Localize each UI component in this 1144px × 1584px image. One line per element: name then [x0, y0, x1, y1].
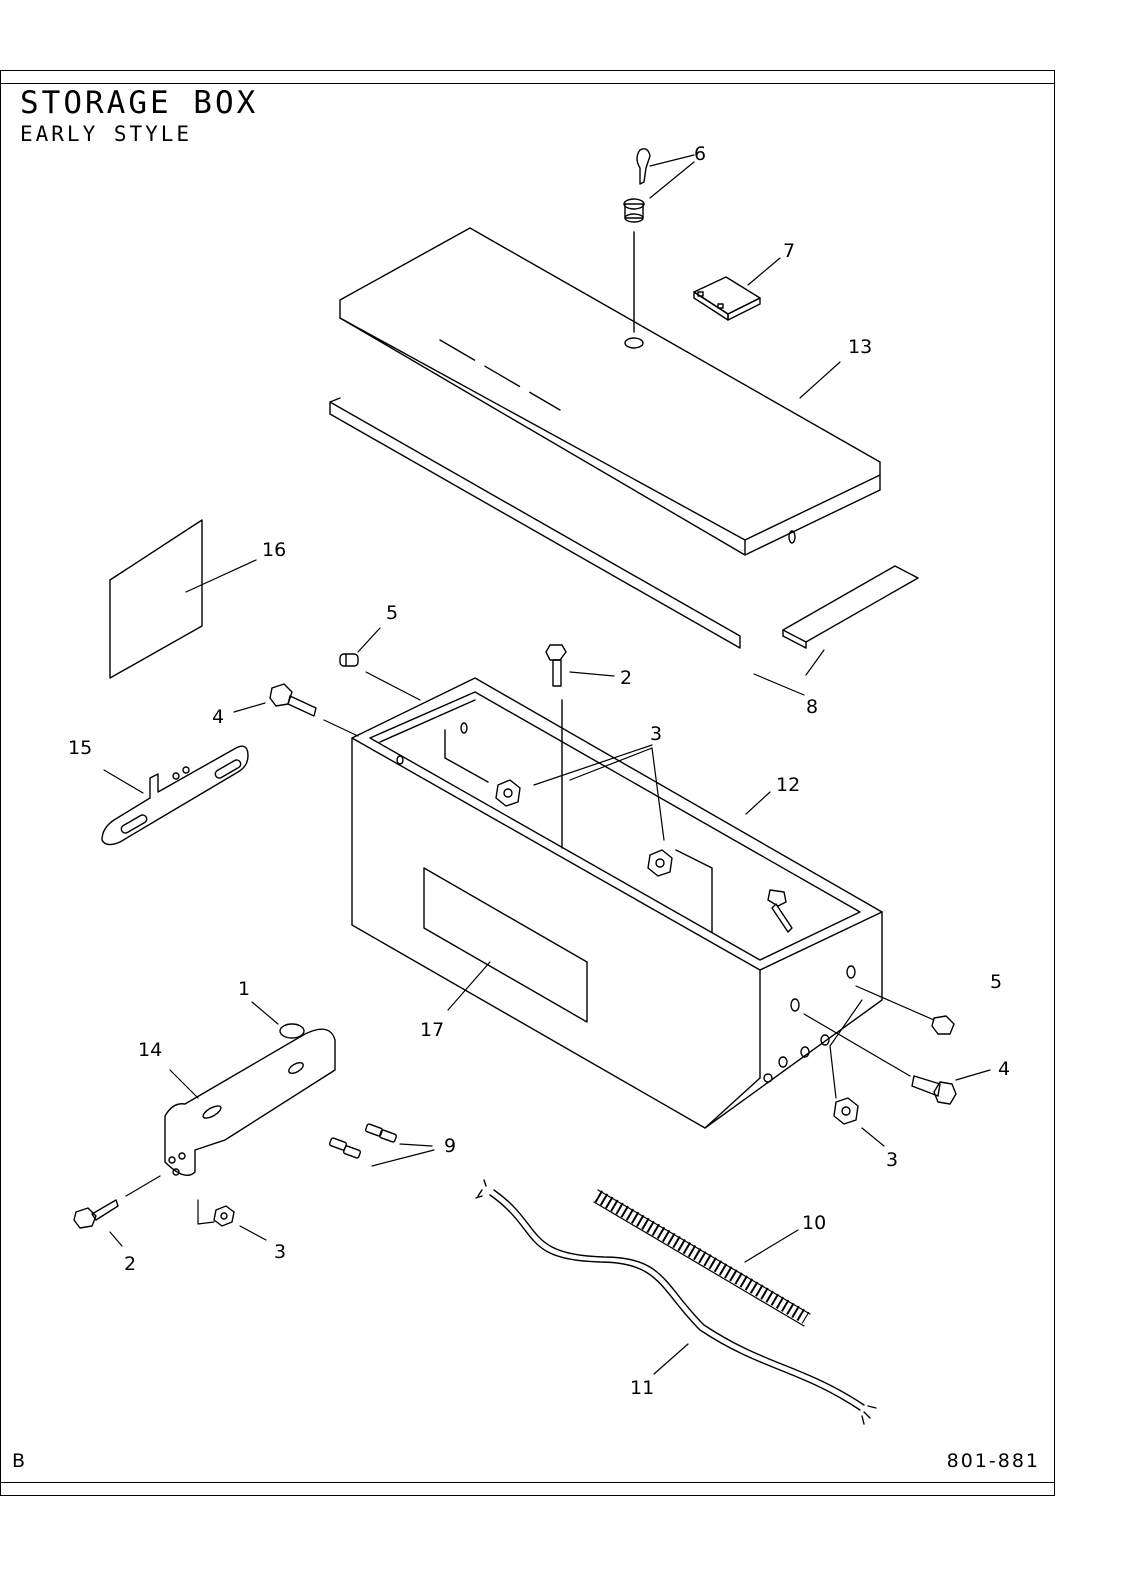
callout-13: 13 [848, 336, 872, 358]
revision-letter: B [12, 1450, 26, 1472]
plug-part-5-right [931, 1015, 955, 1035]
callout-7: 7 [783, 240, 795, 262]
bracket-part-14 [164, 1028, 336, 1176]
callout-8: 8 [806, 696, 818, 718]
callout-11: 11 [630, 1377, 654, 1399]
latch-part-7 [693, 276, 761, 321]
plug-part-5-top [339, 653, 359, 667]
callout-3-box: 3 [650, 723, 662, 745]
callout-5-right: 5 [990, 971, 1002, 993]
callout-3-bottom: 3 [274, 1241, 286, 1263]
hex-bolt-part-4-left [269, 683, 317, 717]
fuse-part-9-a [364, 1123, 398, 1143]
washer-part-1 [279, 1023, 305, 1039]
callout-6: 6 [694, 143, 706, 165]
key-and-lock-part-6 [623, 148, 651, 223]
callout-12: 12 [776, 774, 800, 796]
drawing-number: 801-881 [946, 1450, 1040, 1472]
seal-strip-short [782, 565, 919, 649]
callout-10: 10 [802, 1212, 826, 1234]
callout-9: 9 [444, 1135, 456, 1157]
page-title: STORAGE BOX [20, 85, 259, 121]
leader-lines [103, 154, 991, 1375]
bracket-part-15 [101, 745, 249, 846]
flange-nut-part-3-c [833, 1097, 859, 1125]
hex-bolt-part-2-bottom [73, 1199, 119, 1229]
callout-2-top: 2 [620, 667, 632, 689]
callout-4-right: 4 [998, 1058, 1010, 1080]
flange-nut-part-3-b [647, 849, 673, 877]
callout-14: 14 [138, 1039, 162, 1061]
flange-nut-part-3-a [495, 779, 521, 807]
lid-part-13 [339, 227, 881, 556]
callout-5-top: 5 [386, 602, 398, 624]
hex-bolt-part-4-right [911, 1075, 957, 1105]
callout-15: 15 [68, 737, 92, 759]
decal-part-16 [109, 519, 203, 679]
decal-part-17 [423, 867, 588, 1023]
callout-1: 1 [238, 978, 250, 1000]
box-part-12 [351, 677, 883, 1129]
hex-bolt-part-2-top [545, 644, 567, 687]
callout-2-bottom: 2 [124, 1253, 136, 1275]
wire-part-11 [475, 1179, 877, 1425]
callout-3-right: 3 [886, 1149, 898, 1171]
callout-labels: 6 7 13 16 5 2 8 4 15 3 12 1 17 5 14 4 9 … [68, 143, 1010, 1399]
page-subtitle: EARLY STYLE [20, 122, 193, 146]
callout-4-left: 4 [212, 706, 224, 728]
fuse-part-9-b [328, 1137, 362, 1159]
hex-bolt-box-inside [767, 889, 793, 933]
conduit-part-10 [593, 1189, 811, 1327]
seal-strip-long [329, 397, 741, 649]
callout-17: 17 [420, 1019, 444, 1041]
callout-16: 16 [262, 539, 286, 561]
drawing-inner-frame [0, 83, 1055, 1483]
flange-nut-part-3-d [213, 1205, 235, 1227]
